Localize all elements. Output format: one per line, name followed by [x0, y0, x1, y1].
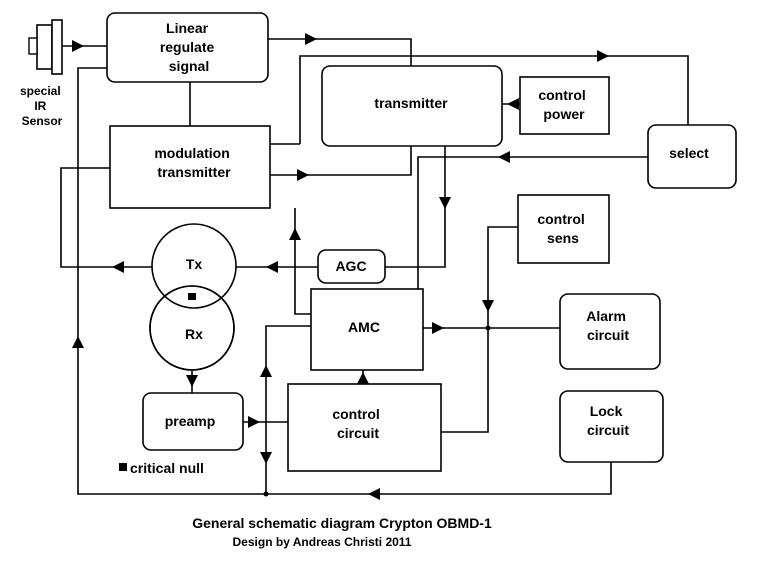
legend-critical-null: critical null	[119, 460, 204, 476]
svg-text:AMC: AMC	[348, 319, 380, 335]
arrow-right	[432, 322, 444, 334]
svg-text:control power: control power	[538, 87, 589, 122]
svg-text:preamp: preamp	[165, 413, 216, 429]
rx-label: Rx	[185, 326, 203, 342]
arrow-left	[266, 261, 278, 273]
arrow-left	[507, 98, 519, 110]
block-control-circuit: control circuit	[287, 383, 442, 472]
arrow-up	[260, 365, 272, 377]
arrow-left	[112, 261, 124, 273]
block-control-sens: control sens	[517, 194, 610, 264]
block-lock-circuit: Lock circuit	[559, 390, 664, 463]
arrows	[72, 33, 609, 500]
wires	[60, 38, 689, 495]
ir-sensor-icon	[28, 19, 63, 75]
arrow-down	[186, 375, 198, 387]
critical-null-marker	[188, 293, 196, 300]
arrow-up	[72, 336, 84, 348]
arrow-up	[357, 372, 369, 384]
svg-text:control sens: control sens	[537, 211, 588, 246]
tx-label: Tx	[186, 256, 203, 272]
arrow-down	[482, 300, 494, 312]
diagram-credit: Design by Andreas Christi 2011	[233, 535, 412, 549]
block-transmitter: transmitter	[321, 65, 503, 147]
legend-critical-null-label: critical null	[130, 460, 204, 476]
sensor-label: special IR Sensor	[20, 84, 64, 128]
block-modulation-transmitter: modulation transmitter	[109, 125, 271, 209]
arrow-left	[498, 151, 510, 163]
junctions	[263, 325, 491, 497]
arrow-right	[597, 50, 609, 62]
arrow-right	[248, 416, 260, 428]
svg-text:control circuit: control circuit	[332, 406, 383, 441]
svg-text:select: select	[669, 145, 709, 161]
svg-text:Alarm circuit: Alarm circuit	[586, 308, 630, 343]
legend-marker	[119, 463, 127, 471]
block-amc: AMC	[310, 288, 424, 371]
block-agc: AGC	[317, 249, 386, 284]
block-select: select	[647, 124, 737, 189]
arrow-down	[439, 197, 451, 209]
block-control-power: control power	[519, 76, 610, 135]
svg-text:Linear regulate si: Linear regulate signal	[160, 20, 218, 74]
arrow-right	[305, 33, 317, 45]
arrow-up	[289, 228, 301, 240]
block-tx-rx: Tx Rx	[149, 223, 237, 371]
block-linear-regulate: Linear regulate signal	[106, 12, 269, 83]
arrow-right	[72, 40, 84, 52]
block-preamp: preamp	[142, 392, 244, 451]
arrow-left	[368, 488, 380, 500]
block-alarm-circuit: Alarm circuit	[559, 293, 661, 370]
diagram-title: General schematic diagram Crypton OBMD-1	[192, 515, 492, 531]
svg-text:modulation transmitter: modulation transmitter	[154, 145, 233, 180]
svg-text:Lock circuit: Lock circuit	[587, 403, 629, 438]
svg-text:AGC: AGC	[335, 258, 366, 274]
svg-text:transmitter: transmitter	[374, 95, 448, 111]
arrow-down	[260, 452, 272, 464]
arrow-right	[297, 169, 309, 181]
